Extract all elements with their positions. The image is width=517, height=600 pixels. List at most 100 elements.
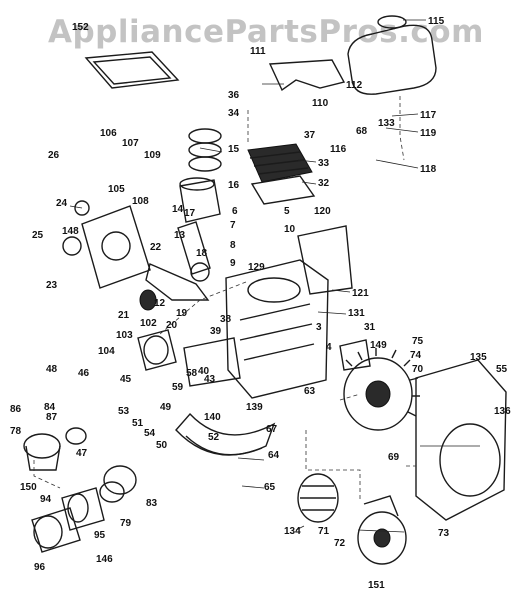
flywheel [343,357,413,431]
part-label-26: 26 [48,150,60,161]
piston-ring-bottom [188,156,222,172]
part-label-45: 45 [120,374,132,385]
part-label-129: 129 [248,262,265,273]
base-guard [175,412,276,456]
part-label-4: 4 [326,342,332,353]
part-label-6: 6 [232,206,238,217]
muffler-cap [377,15,407,29]
part-label-34: 34 [228,108,240,119]
part-label-136: 136 [494,406,511,417]
flywheel-hub [365,380,391,408]
part-label-84: 84 [44,402,56,413]
gasket-79 [99,481,125,503]
part-label-54: 54 [144,428,156,439]
ignition-module [339,339,371,371]
carburetor [137,329,177,371]
part-label-39: 39 [210,326,222,337]
part-label-16: 16 [228,180,240,191]
part-label-87: 87 [46,412,58,423]
dash-line-crank [159,281,247,335]
piston-ring-middle [188,142,222,158]
part-label-151: 151 [368,580,385,591]
part-label-109: 109 [144,150,161,161]
part-label-134: 134 [284,526,301,537]
part-label-8: 8 [230,240,236,251]
part-label-63: 63 [304,386,316,397]
part-label-49: 49 [160,402,172,413]
starter-pawl [363,495,399,517]
part-label-14: 14 [172,204,184,215]
part-label-117: 117 [420,110,437,121]
baffle-plate [297,225,353,295]
part-label-18: 18 [196,248,208,259]
cylinder-bore [247,277,301,303]
part-label-83: 83 [146,498,158,509]
part-label-78: 78 [10,426,22,437]
part-label-121: 121 [352,288,369,299]
fuel-bowl-body [25,445,61,471]
part-label-15: 15 [228,144,240,155]
blower-housing-opening [439,423,501,497]
part-label-59: 59 [172,382,184,393]
part-label-108: 108 [132,196,149,207]
part-label-13: 13 [174,230,186,241]
part-label-75: 75 [412,336,424,347]
connecting-rod-bearing [190,262,210,282]
fuel-bowl-150 [23,433,61,459]
part-label-146: 146 [96,554,113,565]
part-label-17: 17 [184,208,196,219]
part-label-19: 19 [176,308,188,319]
part-label-7: 7 [230,220,236,231]
cylinder-fins [239,303,315,361]
part-label-139: 139 [246,402,263,413]
part-label-24: 24 [56,198,68,209]
seal-148 [62,236,82,256]
part-label-120: 120 [314,206,331,217]
part-label-43: 43 [204,374,216,385]
part-label-20: 20 [166,320,178,331]
part-label-135: 135 [470,352,487,363]
part-label-150: 150 [20,482,37,493]
connecting-rod [177,221,211,275]
part-label-40: 40 [198,366,210,377]
piston-ring-top [188,128,222,144]
part-label-55: 55 [496,364,508,375]
muffler-bracket [268,59,346,92]
air-filter-element-94 [67,493,89,523]
part-label-50: 50 [156,440,168,451]
carburetor-throat [143,335,169,365]
part-label-140: 140 [204,412,221,423]
assembly-lines [33,96,416,500]
part-label-96: 96 [34,562,46,573]
air-cleaner-96 [31,507,81,553]
part-label-107: 107 [122,138,139,149]
part-label-46: 46 [78,368,90,379]
part-label-74: 74 [410,350,422,361]
part-label-65: 65 [264,482,276,493]
muffler [347,24,437,95]
part-label-53: 53 [118,406,130,417]
part-label-70: 70 [412,364,424,375]
part-label-5: 5 [284,206,290,217]
part-label-116: 116 [330,144,347,155]
part-label-32: 32 [318,178,330,189]
part-label-73: 73 [438,528,450,539]
part-label-37: 37 [304,130,316,141]
part-label-58: 58 [186,368,198,379]
gasket-set-package [84,51,180,89]
dash-line-aircleaner [33,460,61,489]
dash-line-flywheel [339,393,361,401]
part-label-95: 95 [94,530,106,541]
part-label-23: 23 [46,280,58,291]
part-label-152: 152 [72,22,89,33]
part-shapes [23,15,507,565]
starter-cup [297,473,339,523]
part-label-72: 72 [334,538,346,549]
part-label-102: 102 [140,318,157,329]
part-label-22: 22 [150,242,162,253]
element-83 [103,465,137,495]
part-label-119: 119 [420,128,437,139]
oil-seal-24 [74,200,90,216]
